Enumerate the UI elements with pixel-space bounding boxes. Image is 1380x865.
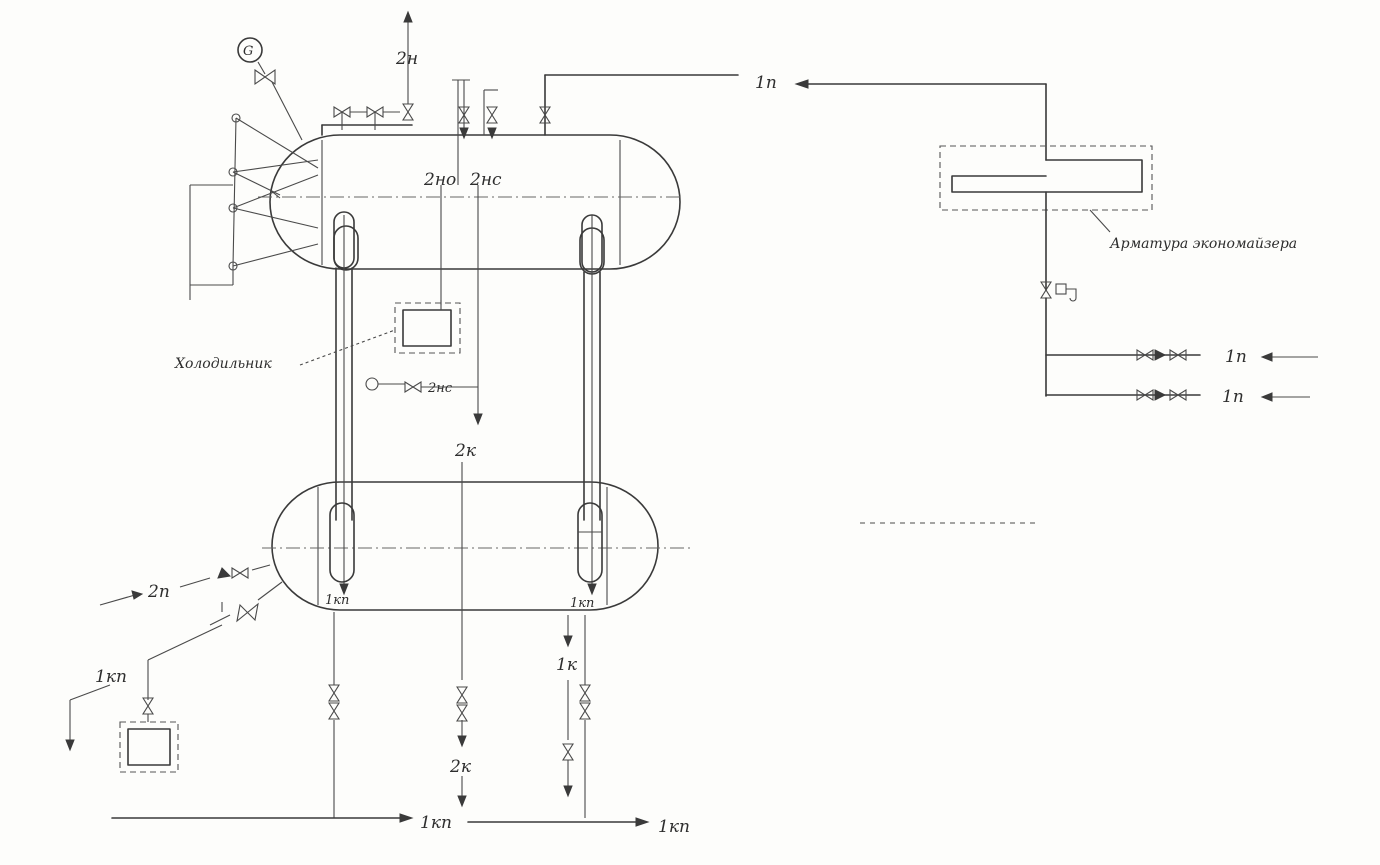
label-1k-right: 1к <box>556 655 578 675</box>
left-tube <box>329 211 359 596</box>
lower-drum <box>262 481 690 611</box>
sample-line[interactable] <box>365 377 483 426</box>
left-blowdown-line[interactable] <box>328 612 340 818</box>
manometer-icon: G <box>237 37 303 141</box>
svg-text:G: G <box>243 44 253 59</box>
label-2k-mid: 2к <box>454 441 477 461</box>
label-cooler: Холодильник <box>174 356 272 372</box>
label-top-outlet: 2н <box>395 49 418 69</box>
feed-inlet-a[interactable] <box>1045 349 1318 362</box>
label-econ: Арматура экономайзера <box>1109 236 1297 252</box>
label-econ-inlet-top: 1п <box>755 73 777 93</box>
left-drain-1kp[interactable] <box>65 581 283 752</box>
label-inlet-b: 1п <box>1222 387 1244 407</box>
feed-inlet-b[interactable] <box>1045 389 1310 402</box>
label-1kp-left: 1кп <box>95 667 127 687</box>
bottom-header <box>111 813 650 827</box>
label-1kp-drum-left: 1кп <box>325 593 349 608</box>
left-drain-tank <box>119 721 179 773</box>
label-2nc: 2нс <box>469 170 502 190</box>
economizer-control-valve[interactable] <box>1040 281 1077 397</box>
water-gauge-network <box>189 113 319 300</box>
label-1kp-bottom-right: 1кп <box>658 817 690 837</box>
drum-inlet-pipes[interactable] <box>440 79 498 380</box>
top-valve-group[interactable] <box>321 10 414 136</box>
label-sample: 2нс <box>427 381 453 396</box>
economizer-feed-line[interactable] <box>539 74 1047 161</box>
label-inlet-a: 1п <box>1225 347 1247 367</box>
economizer-box <box>939 145 1153 291</box>
right-blowdown-line[interactable] <box>562 615 591 818</box>
label-2k-bottom: 2к <box>449 757 472 777</box>
upper-drum <box>258 134 681 270</box>
label-2p: 2п <box>147 582 170 602</box>
label-1kp-bottom-center: 1кп <box>420 813 452 833</box>
label-1kp-drum-right: 1кп <box>570 596 594 611</box>
center-drain-line[interactable] <box>456 462 468 808</box>
left-inlet-2p[interactable] <box>99 564 271 606</box>
label-2no: 2но <box>423 170 456 190</box>
cooler-box <box>299 300 461 366</box>
right-tube <box>577 214 605 596</box>
